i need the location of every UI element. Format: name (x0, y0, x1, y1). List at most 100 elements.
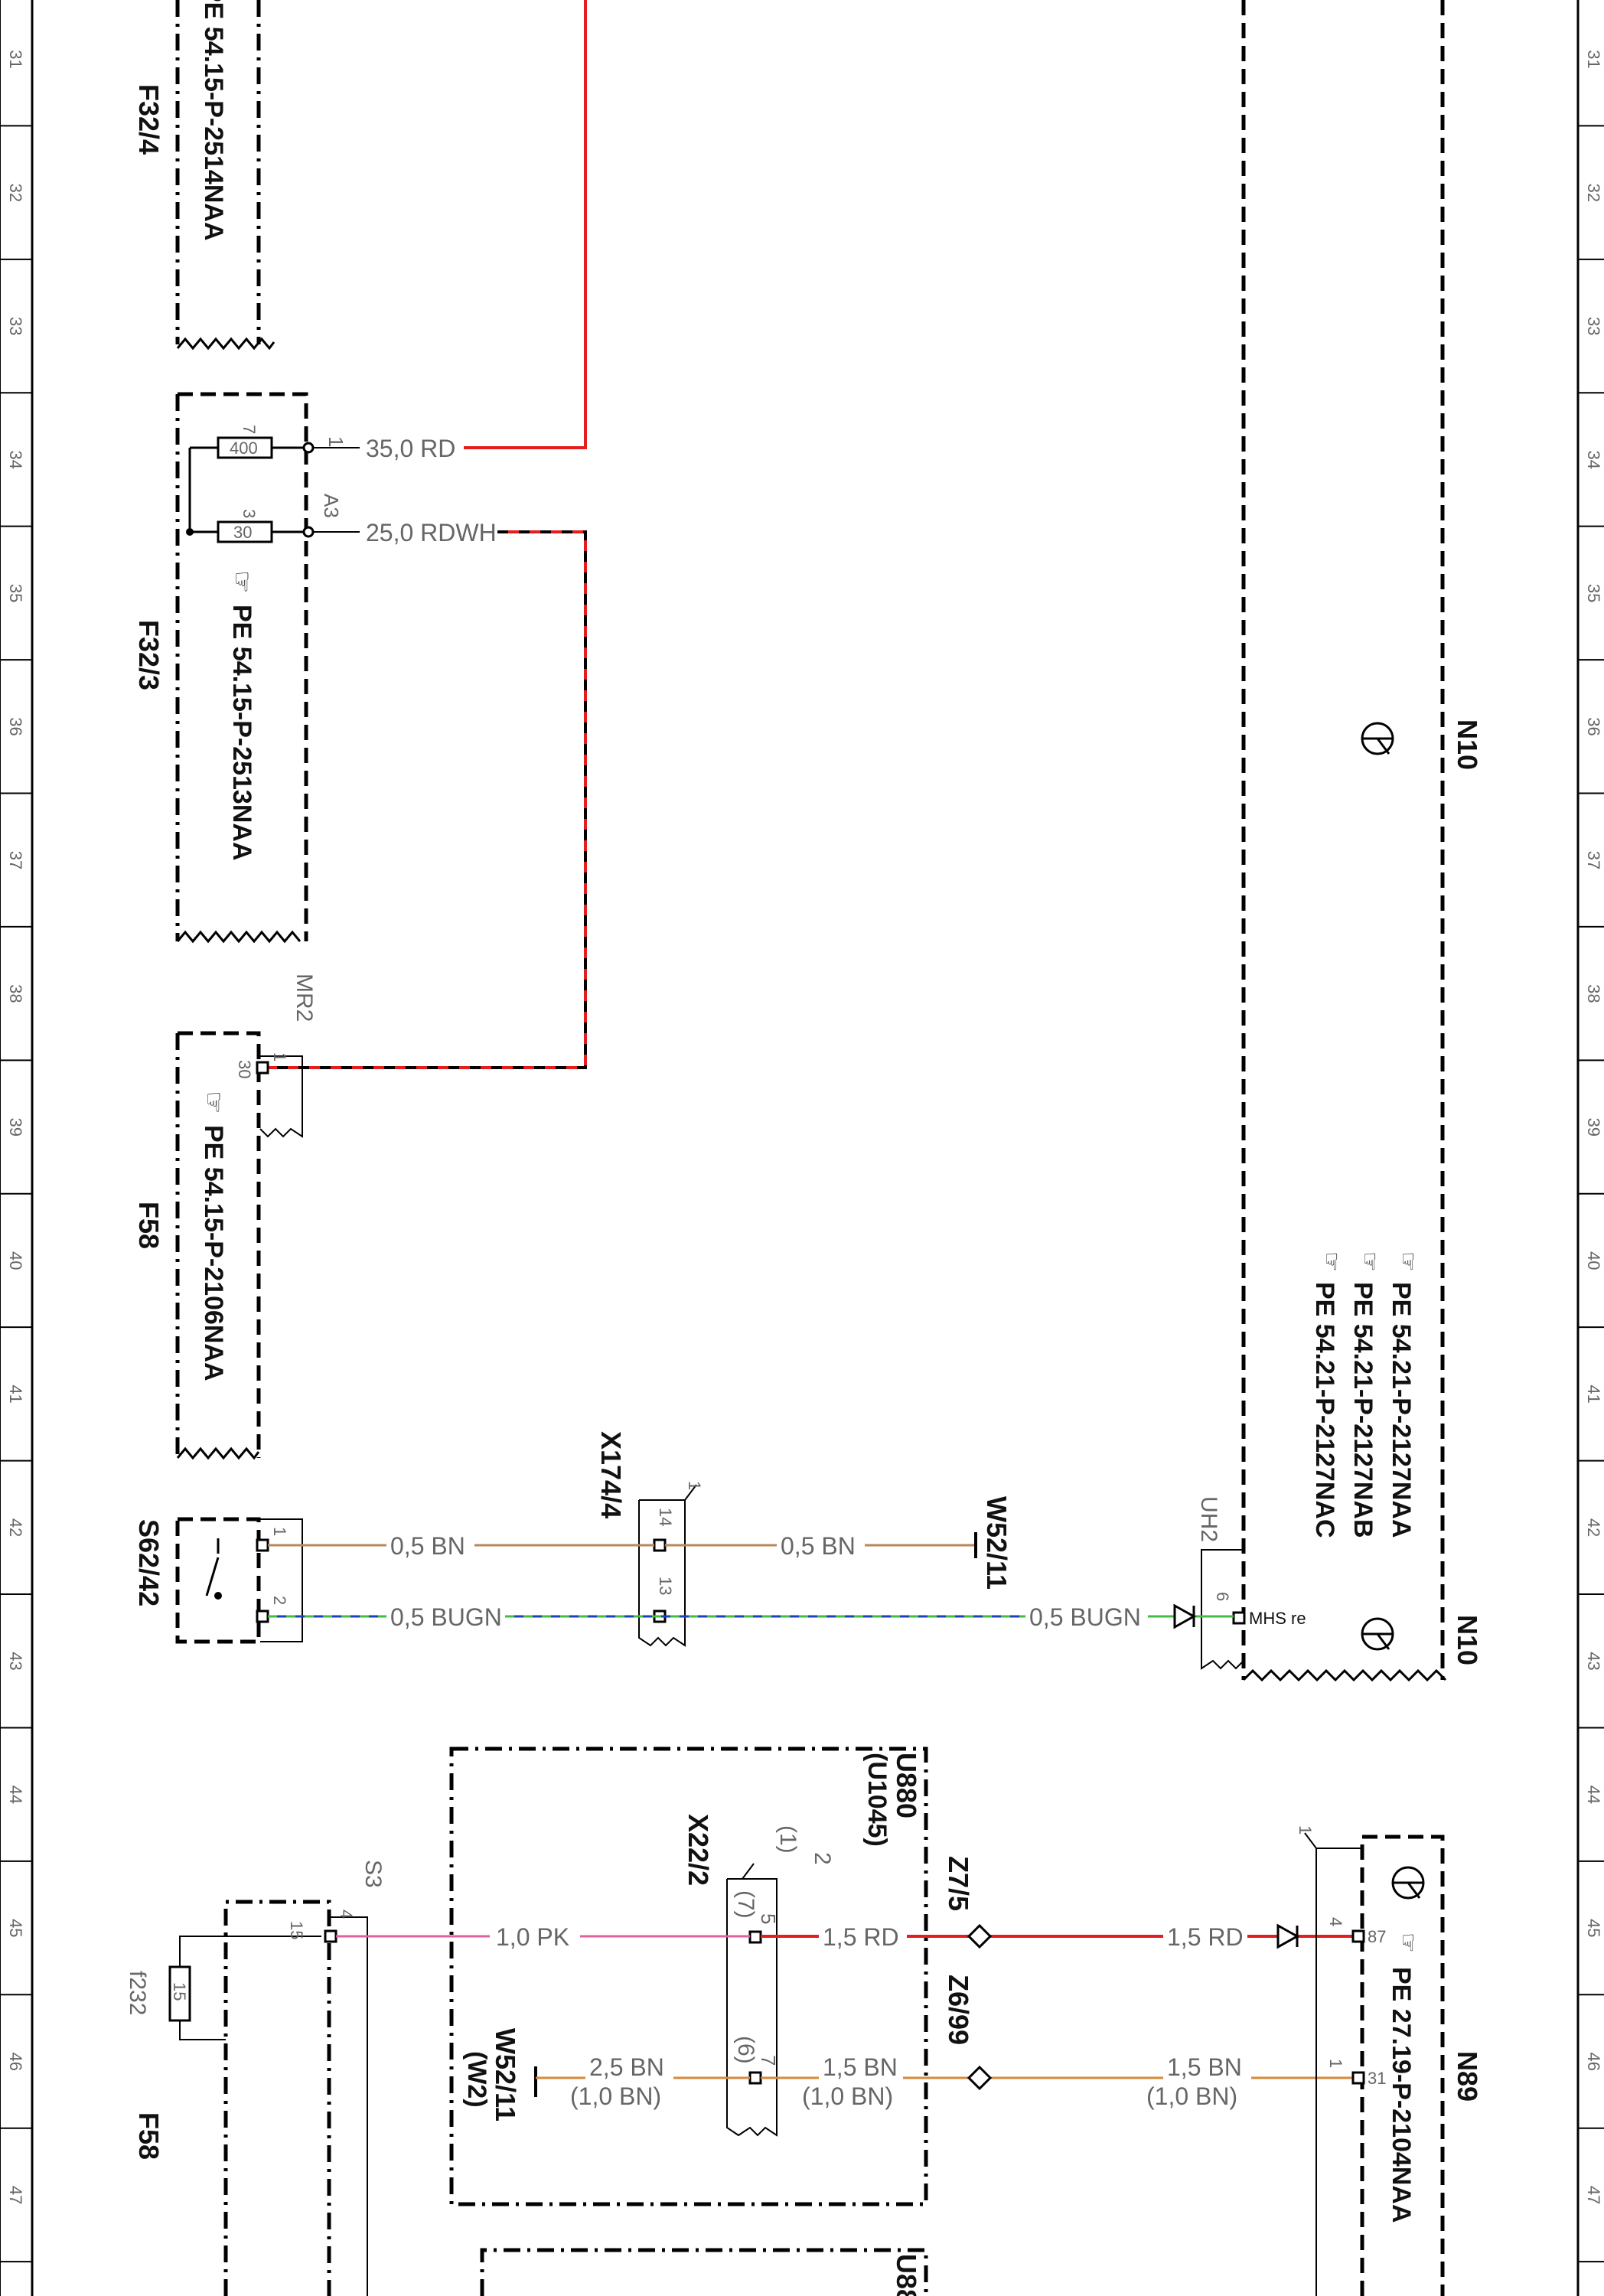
x22-2-pin-2: 2 (810, 1852, 835, 1865)
n89-module-box: 1 87 31 4 1 ☞ PE 27.19-P-2104NAA N89 (1296, 1825, 1483, 2296)
n10-label: N10 (1452, 719, 1483, 770)
row-number-31: 31 (6, 50, 25, 68)
w52-11-top-label: W52/11 (981, 1496, 1012, 1590)
row-number-38: 38 (6, 984, 25, 1003)
row-number-47: 47 (1584, 2186, 1603, 2204)
row-number-42: 42 (1584, 1518, 1603, 1537)
row-number-31: 31 (1584, 50, 1603, 68)
s62-42-pin-2: 2 (270, 1596, 289, 1605)
f58-top-label: F58 (133, 1202, 165, 1249)
row-number-39: 39 (6, 1118, 25, 1137)
row-number-43: 43 (1584, 1652, 1603, 1670)
n10-ref-c: PE 54.21-P-2127NAC (1310, 1282, 1339, 1538)
row-number-40: 40 (1584, 1251, 1603, 1270)
w52-11-bottom-label: W52/11 (490, 2028, 521, 2122)
n10-module-box: N10 N10 ☞ ☞ ☞ PE 54.21-P-2127NAA PE 54.2… (1196, 0, 1483, 1682)
n10-ref-b: PE 54.21-P-2127NAB (1348, 1282, 1377, 1538)
x22-2-pin-1-alt: (1) (775, 1825, 800, 1854)
row-number-36: 36 (1584, 717, 1603, 735)
f58-bottom-connector: S3 (360, 1860, 386, 1888)
row-number-45: 45 (6, 1919, 25, 1937)
ground-symbol-icon (1391, 1866, 1425, 1900)
wire-rd-a-label: 1,5 RD (823, 1923, 899, 1951)
row-number-46: 46 (1584, 2052, 1603, 2070)
hand-icon: ☞ (199, 1091, 228, 1114)
row-number-32: 32 (1584, 184, 1603, 202)
z6-99-label: Z6/99 (943, 1975, 974, 2045)
f58-top-connector: MR2 (292, 974, 317, 1022)
row-number-44: 44 (6, 1786, 25, 1804)
row-number-39: 39 (1584, 1118, 1603, 1137)
hand-icon: ☞ (227, 570, 256, 593)
wire-rd-15: 1,5 RD 1,5 RD Z7/5 (761, 1856, 1355, 1951)
f58-bottom-fuse-box: 15 f232 F58 15 4 S3 (125, 1860, 386, 2296)
hand-icon: ☞ (1357, 1251, 1382, 1272)
f58-top-ref: PE 54.15-P-2106NAA (199, 1125, 228, 1381)
fuse-30-pin: 3 (240, 509, 259, 518)
w52-11-bottom-sub: (W2) (462, 2051, 491, 2108)
f58-bottom-label: F58 (133, 2112, 165, 2160)
s62-42-switch: 1 2 S62/42 (133, 1517, 303, 1644)
wire-15bn-a-alt: (1,0 BN) (802, 2082, 893, 2110)
n10-connector: UH2 (1196, 1496, 1221, 1542)
fuse-30-value: 30 (233, 523, 252, 542)
u880-module-box: U880 (U1045) (449, 1746, 928, 2206)
wire-15bn-a-label: 1,5 BN (823, 2053, 898, 2081)
row-number-46: 46 (6, 2052, 25, 2070)
f58-top-pin-1: 1 (270, 1052, 289, 1062)
wire-25rdwh: 25,0 RDWH (268, 519, 587, 1069)
wire-15bn-b-alt: (1,0 BN) (1146, 2082, 1237, 2110)
row-number-37: 37 (6, 851, 25, 869)
row-number-37: 37 (1584, 851, 1603, 869)
n89-conn-top: 1 (1296, 1825, 1315, 1835)
wire-35rd-label: 35,0 RD (366, 435, 455, 462)
f32-3-pin-a3: A3 (320, 494, 343, 518)
f232-value: 15 (170, 1982, 189, 2001)
row-number-45: 45 (1584, 1919, 1603, 1937)
wire-bn-b-label: 0,5 BN (781, 1532, 856, 1560)
wire-15bn-b-label: 1,5 BN (1167, 2053, 1242, 2081)
f58-bottom-pin-4: 4 (337, 1910, 356, 1919)
n10-pin-label: MHS re (1249, 1609, 1306, 1628)
row-number-40: 40 (6, 1251, 25, 1270)
hand-icon: ☞ (1319, 1251, 1344, 1272)
f32-3-pin-1: 1 (324, 436, 347, 447)
f32-3-label: F32/3 (133, 620, 165, 690)
row-number-35: 35 (6, 584, 25, 602)
wire-25bn-alt: (1,0 BN) (570, 2082, 661, 2110)
u880-sub: (U1045) (862, 1753, 892, 1847)
f58-bottom-pin-15: 15 (287, 1921, 306, 1939)
row-number-38: 38 (1584, 984, 1603, 1003)
x22-2-pin-7-alt: (7) (733, 1890, 758, 1919)
wire-bugn-b-label: 0,5 BUGN (1029, 1603, 1141, 1631)
u88-label: U88 (891, 2254, 922, 2296)
x22-2-pin-5: 5 (757, 1913, 780, 1924)
row-number-33: 33 (1584, 317, 1603, 335)
hand-icon: ☞ (1395, 1251, 1420, 1272)
n89-conn-4: 4 (1326, 1917, 1345, 1926)
n89-pin-31: 31 (1368, 2069, 1386, 2088)
wire-25rdwh-label: 25,0 RDWH (366, 519, 497, 546)
wire-bn-a-label: 0,5 BN (390, 1532, 465, 1560)
fuse-400-value: 400 (230, 439, 258, 458)
row-number-41: 41 (1584, 1384, 1603, 1403)
n10-label-2: N10 (1452, 1615, 1483, 1665)
wire-pk-label: 1,0 PK (496, 1923, 569, 1951)
x22-2-label: X22/2 (683, 1814, 714, 1886)
wire-bn-05: 0,5 BN 0,5 BN W52/11 (268, 1496, 1012, 1590)
n89-conn-1: 1 (1326, 2059, 1345, 2068)
ground-symbol-icon (1361, 722, 1394, 755)
f32-4-label: F32/4 (133, 84, 165, 155)
row-number-44: 44 (1584, 1786, 1603, 1804)
fuse-400-pin: 7 (240, 425, 259, 434)
n89-pin-87: 87 (1368, 1927, 1386, 1946)
hand-icon: ☞ (1395, 1932, 1420, 1953)
z7-5-label: Z7/5 (943, 1856, 974, 1911)
x174-4-connector: 1 14 13 X174/4 (595, 1431, 704, 1647)
row-number-33: 33 (6, 317, 25, 335)
ground-symbol-icon (1361, 1617, 1394, 1651)
wire-bugn-05: 0,5 BUGN 0,5 BUGN (268, 1603, 1234, 1631)
f58-top-fuse-box: 30 1 MR2 ☞ F58 PE 54.15-P-2106NAA (133, 974, 317, 1460)
